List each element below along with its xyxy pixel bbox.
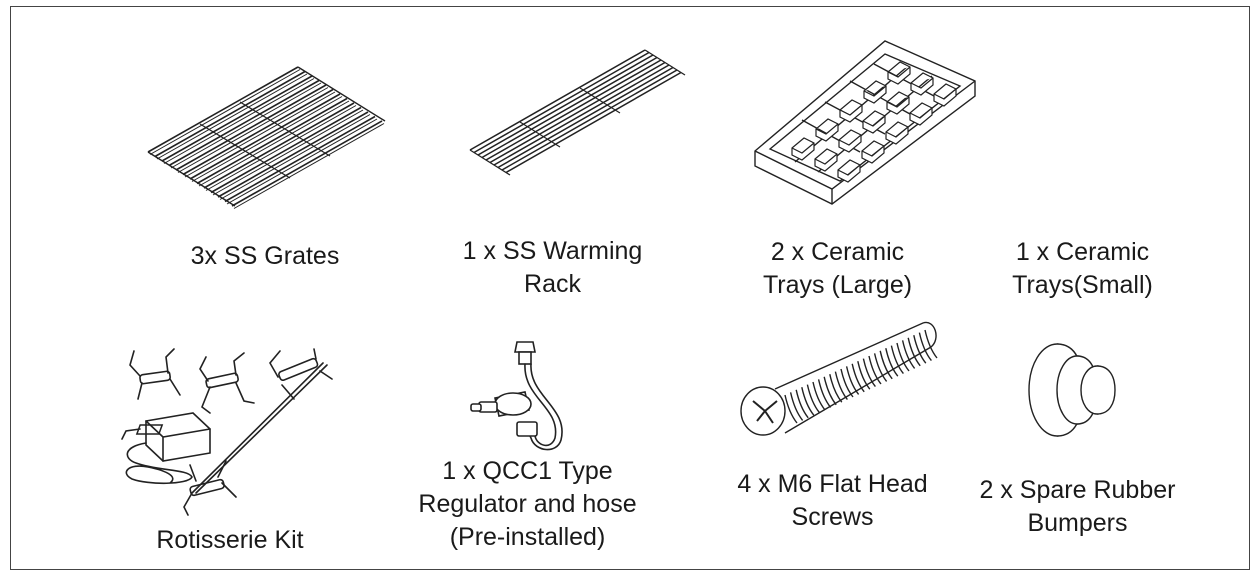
caption-line: 3x SS Grates bbox=[190, 242, 340, 270]
rotisserie-kit-icon bbox=[118, 343, 343, 518]
caption-ceramic-small: 1 x Ceramic Trays(Small) bbox=[980, 236, 1185, 302]
caption-line: Regulator and hose bbox=[418, 490, 637, 518]
caption-bumpers: 2 x Spare Rubber Bumpers bbox=[965, 474, 1190, 540]
caption-line: Bumpers bbox=[1027, 509, 1128, 537]
caption-line: Rack bbox=[524, 270, 581, 298]
diagram-frame bbox=[10, 6, 1250, 570]
warming-rack-icon bbox=[460, 40, 690, 180]
caption-screws: 4 x M6 Flat Head Screws bbox=[720, 468, 945, 534]
caption-warming-rack: 1 x SS Warming Rack bbox=[440, 235, 665, 301]
caption-line: Rotisserie Kit bbox=[156, 526, 304, 554]
caption-regulator: 1 x QCC1 Type Regulator and hose (Pre-in… bbox=[405, 455, 650, 554]
caption-line: Screws bbox=[791, 503, 874, 531]
regulator-hose-icon bbox=[465, 338, 575, 458]
caption-line: Trays(Small) bbox=[1012, 271, 1153, 299]
caption-line: (Pre-installed) bbox=[449, 523, 606, 551]
caption-line: 2 x Spare Rubber bbox=[979, 476, 1176, 504]
caption-line: 1 x SS Warming bbox=[462, 237, 643, 265]
caption-line: 4 x M6 Flat Head bbox=[737, 470, 928, 498]
caption-line: 1 x QCC1 Type bbox=[442, 457, 613, 485]
caption-rotisserie: Rotisserie Kit bbox=[130, 524, 330, 557]
ss-grate-icon bbox=[140, 60, 400, 210]
flat-head-screw-icon bbox=[735, 315, 945, 445]
caption-line: Trays (Large) bbox=[762, 271, 913, 299]
caption-ceramic-large: 2 x Ceramic Trays (Large) bbox=[730, 236, 945, 302]
ceramic-tray-icon bbox=[750, 36, 980, 206]
caption-line: 1 x Ceramic bbox=[1015, 238, 1150, 266]
caption-ss-grates: 3x SS Grates bbox=[160, 240, 370, 273]
rubber-bumper-icon bbox=[1025, 340, 1120, 440]
caption-line: 2 x Ceramic bbox=[770, 238, 905, 266]
